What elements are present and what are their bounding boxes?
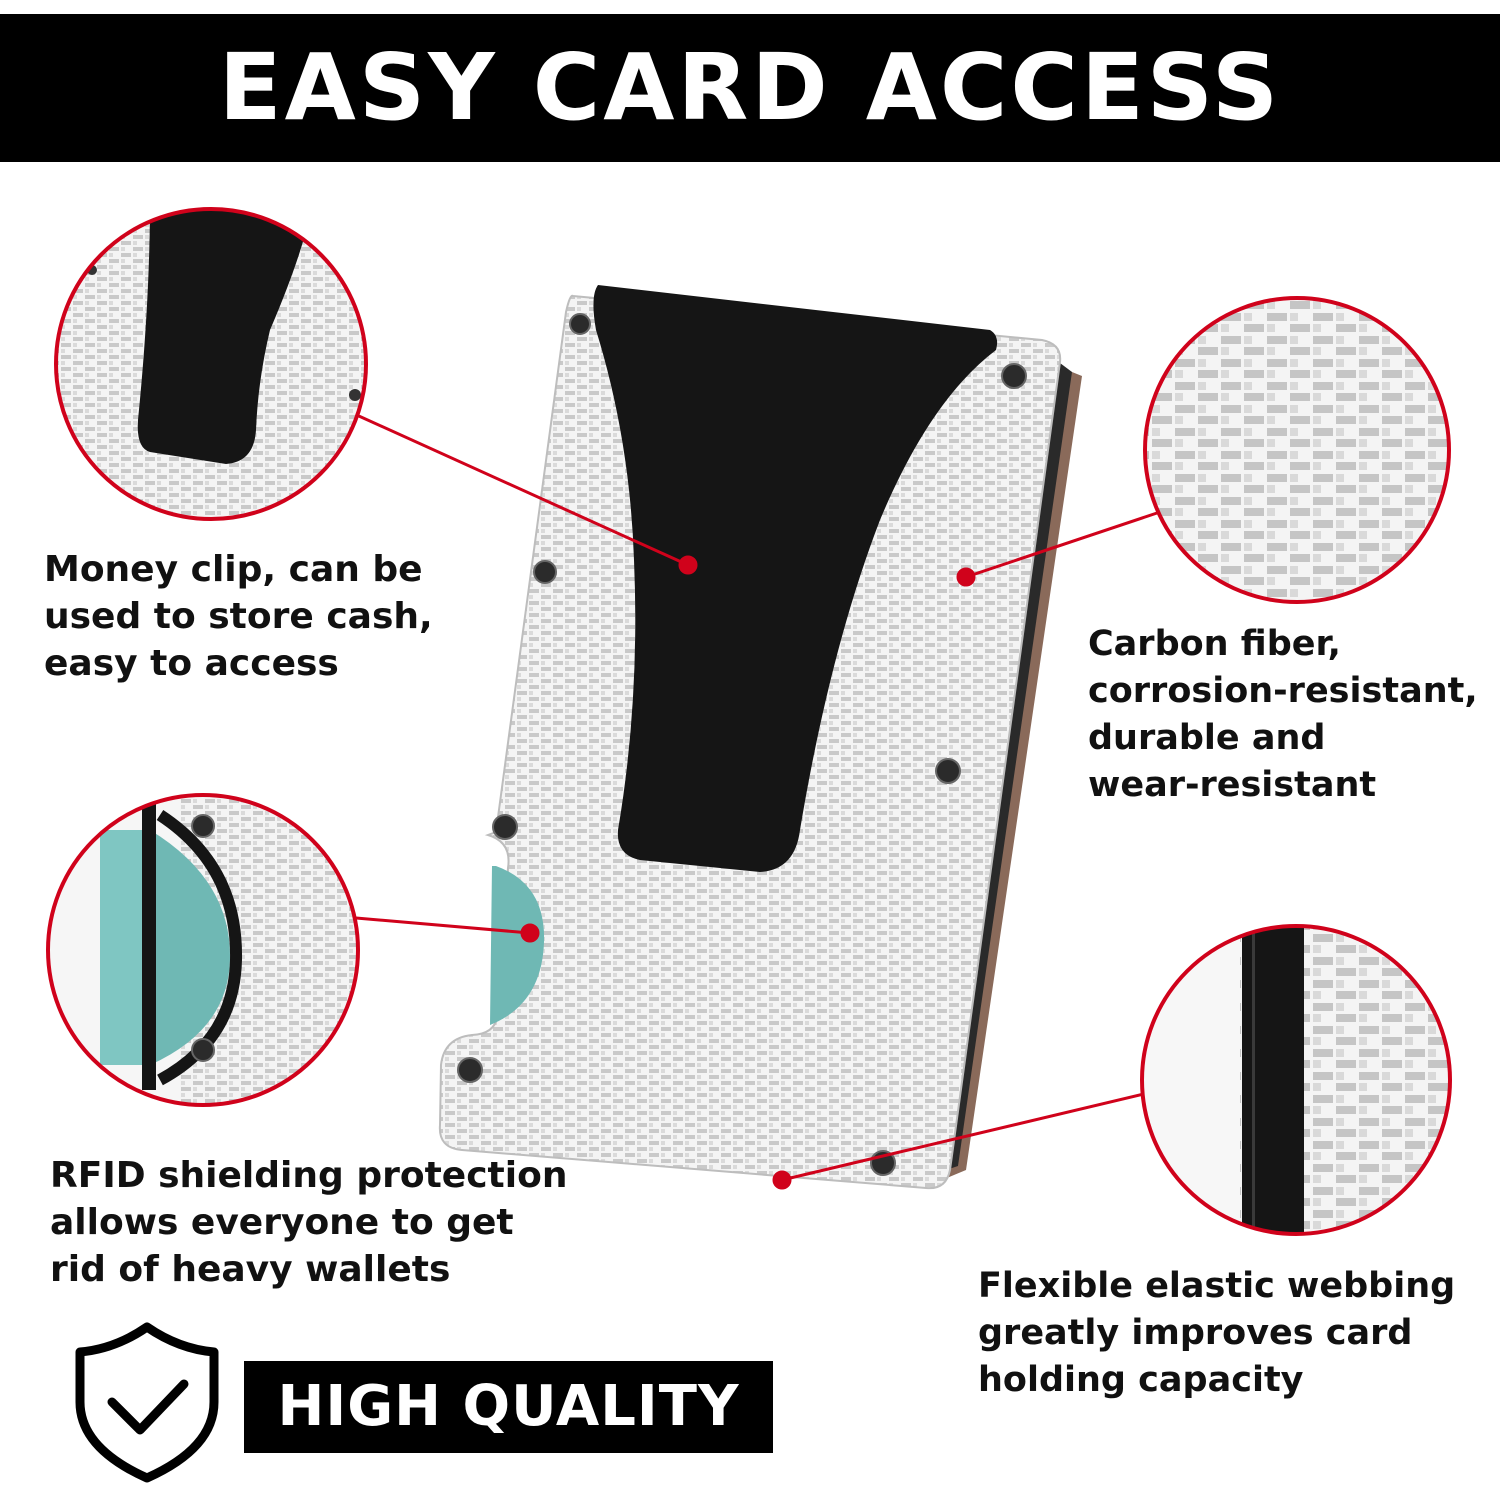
shield-check-icon (75, 1322, 219, 1483)
title-banner: EASY CARD ACCESS (0, 14, 1500, 162)
clip-detail-circle (54, 207, 368, 521)
money-clip-caption: Money clip, can be used to store cash, e… (44, 546, 433, 687)
card-peek (490, 866, 545, 1025)
caption-line: used to store cash, (44, 596, 433, 637)
caption-line: Money clip, can be (44, 549, 423, 590)
caption-line: rid of heavy wallets (50, 1249, 451, 1290)
caption-line: allows everyone to get (50, 1202, 514, 1243)
caption-line: wear-resistant (1088, 765, 1377, 805)
webbing-caption: Flexible elastic webbing greatly improve… (978, 1263, 1455, 1404)
high-quality-label: HIGH QUALITY (277, 1374, 740, 1439)
webbing-detail-circle (1140, 924, 1452, 1236)
caption-line: greatly improves card (978, 1313, 1413, 1353)
fiber-detail-circle (1143, 296, 1451, 604)
money-clip (593, 285, 998, 872)
caption-line: RFID shielding protection (50, 1155, 568, 1196)
caption-line: durable and (1088, 718, 1326, 758)
caption-line: holding capacity (978, 1360, 1304, 1400)
caption-line: easy to access (44, 643, 339, 684)
rfid-caption: RFID shielding protection allows everyon… (50, 1152, 567, 1293)
carbon-fiber-caption: Carbon fiber, corrosion-resistant, durab… (1088, 621, 1478, 809)
card-slot-detail-circle (46, 793, 360, 1107)
high-quality-badge: HIGH QUALITY (244, 1361, 773, 1453)
caption-line: corrosion-resistant, (1088, 671, 1478, 711)
callout-lines (349, 410, 1161, 1190)
banner-title: EASY CARD ACCESS (218, 34, 1282, 141)
caption-line: Carbon fiber, (1088, 624, 1341, 664)
caption-line: Flexible elastic webbing (978, 1266, 1456, 1306)
